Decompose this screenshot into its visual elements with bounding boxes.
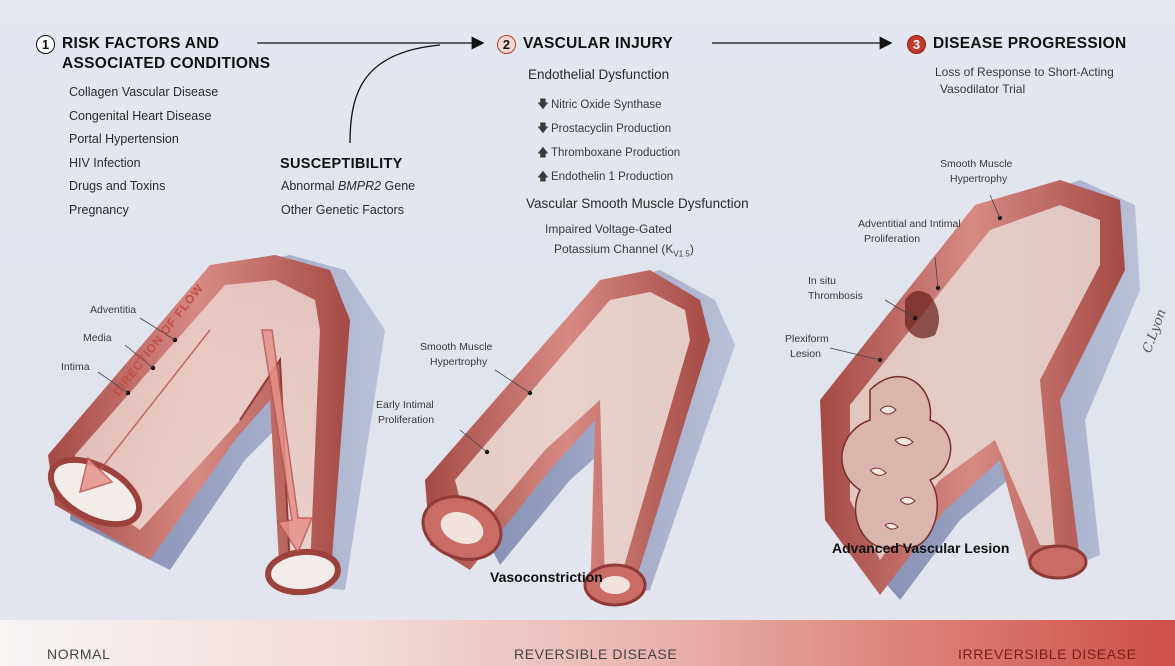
label-adventitial-2: Proliferation <box>864 232 920 246</box>
label-plexiform-1: Plexiform <box>785 332 829 346</box>
label-smooth-muscle-adv-1: Smooth Muscle <box>940 157 1012 171</box>
label-adventitia: Adventitia <box>90 303 136 317</box>
stage-irreversible: IRREVERSIBLE DISEASE <box>958 646 1137 662</box>
caption-advanced-lesion: Advanced Vascular Lesion <box>832 540 1009 556</box>
constricted-vessel-lumen-right <box>600 576 630 594</box>
label-smooth-muscle-2: Hypertrophy <box>430 355 487 369</box>
label-in-situ-2: Thrombosis <box>808 289 863 303</box>
label-in-situ-1: In situ <box>808 274 836 288</box>
caption-vasoconstriction: Vasoconstriction <box>490 569 603 585</box>
disease-stage-bar: NORMAL REVERSIBLE DISEASE IRREVERSIBLE D… <box>0 620 1175 666</box>
label-media: Media <box>83 331 112 345</box>
stage-reversible: REVERSIBLE DISEASE <box>514 646 677 662</box>
label-plexiform-2: Lesion <box>790 347 821 361</box>
vasoconstriction-vessel <box>414 270 735 605</box>
label-smooth-muscle-adv-2: Hypertrophy <box>950 172 1007 186</box>
label-smooth-muscle-1: Smooth Muscle <box>420 340 492 354</box>
label-adventitial-1: Adventitial and Intimal <box>858 217 961 231</box>
stage-normal: NORMAL <box>47 646 111 662</box>
advanced-vessel-opening-right <box>1030 546 1086 578</box>
label-early-intimal-1: Early Intimal <box>376 398 434 412</box>
label-early-intimal-2: Proliferation <box>378 413 434 427</box>
label-intima: Intima <box>61 360 90 374</box>
